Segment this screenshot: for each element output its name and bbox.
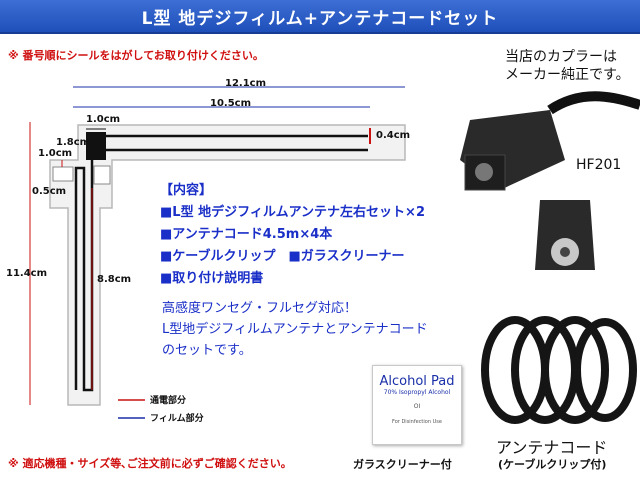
contents-item: ■取り付け説明書 xyxy=(160,271,264,286)
connector-note: 当店のカプラーは メーカー純正です。 xyxy=(505,48,630,84)
connector-note-line: メーカー純正です。 xyxy=(505,67,630,83)
dim-total-height: 11.4cm xyxy=(6,268,48,279)
film-body xyxy=(49,124,406,406)
antenna-cord-image xyxy=(481,316,637,424)
dim-tab-width: 1.0cm xyxy=(86,114,121,125)
dim-inner-width: 10.5cm xyxy=(210,98,252,109)
sticker-1 xyxy=(52,166,74,182)
title-banner: L型 地デジフィルム+アンテナコードセット xyxy=(0,0,640,34)
sticker-2 xyxy=(93,165,111,185)
pad-caption: ガラスクリーナー付 xyxy=(353,458,452,471)
pad-title: Alcohol Pad xyxy=(379,374,455,389)
connector-cable xyxy=(547,91,640,115)
alcohol-pad: Alcohol Pad 70% Isopropyl Alcohol OI For… xyxy=(372,365,462,445)
contents-item: ■L型 地デジフィルムアンテナ左右セット×2 xyxy=(160,205,425,220)
cord-coil xyxy=(541,316,609,424)
connector-note-line: 当店のカプラーは xyxy=(505,49,617,65)
black-tab xyxy=(86,132,106,160)
bottom-note: ※ 適応機種・サイズ等､ご注文前に必ずご確認ください。 xyxy=(8,457,292,470)
description-line: L型地デジフィルムアンテナとアンテナコード xyxy=(162,322,428,337)
description: 高感度ワンセグ・フルセグ対応！ L型地デジフィルムアンテナとアンテナコード のセ… xyxy=(162,298,428,361)
connector-front-body xyxy=(535,200,595,270)
legend-conductive: 通電部分 xyxy=(150,396,187,406)
cord-coil xyxy=(573,318,637,422)
film-antenna-diagram xyxy=(29,86,406,419)
contents-heading: 【内容】 xyxy=(160,183,213,198)
banner-title: L型 地デジフィルム+アンテナコードセット xyxy=(141,8,499,29)
dim-inner-height: 8.8cm xyxy=(97,274,132,285)
contents-list: 【内容】 ■L型 地デジフィルムアンテナ左右セット×2 ■アンテナコード4.5m… xyxy=(160,180,425,290)
pad-sub: 70% Isopropyl Alcohol xyxy=(383,389,451,396)
pad-small: OI xyxy=(413,403,421,410)
connector-image xyxy=(460,91,640,270)
contents-item: ■ケーブルクリップ ■ガラスクリーナー xyxy=(160,249,405,264)
pad-use: For Disinfection Use xyxy=(392,419,442,425)
cord-subcaption: (ケーブルクリップ付) xyxy=(498,458,607,471)
dim-small-gap: 0.5cm xyxy=(32,186,67,197)
connector-model: HF201 xyxy=(576,157,622,173)
description-line: 高感度ワンセグ・フルセグ対応！ xyxy=(162,301,358,316)
dim-top-height: 0.4cm xyxy=(376,130,411,141)
dim-small-width: 1.0cm xyxy=(38,148,73,159)
dim-total-width: 12.1cm xyxy=(225,78,267,89)
description-line: のセットです。 xyxy=(162,343,252,358)
connector-pin xyxy=(475,163,493,181)
legend-film: フィルム部分 xyxy=(150,414,204,424)
cord-caption: アンテナコード xyxy=(496,438,608,457)
contents-item: ■アンテナコード4.5m×4本 xyxy=(160,227,333,242)
top-note: ※ 番号順にシールをはがしてお取り付けください。 xyxy=(8,49,264,62)
dim-tab-height: 1.8cm xyxy=(56,137,91,148)
connector-front-pin xyxy=(560,247,570,257)
